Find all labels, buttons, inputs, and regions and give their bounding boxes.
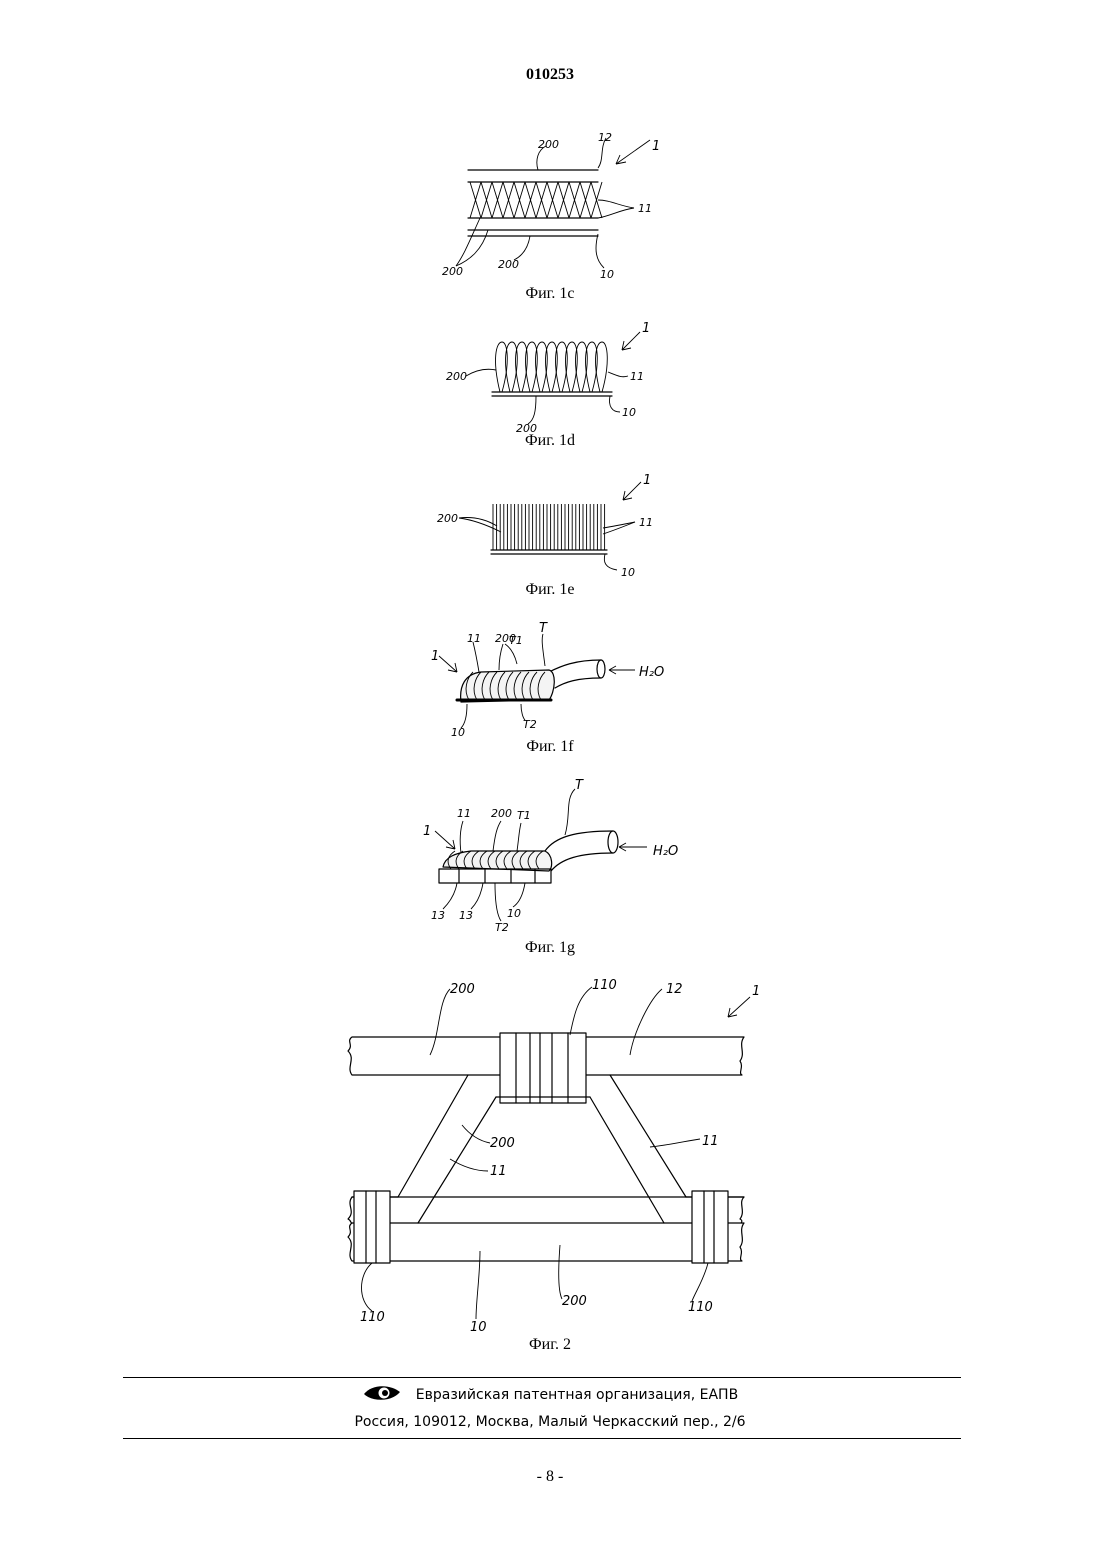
fig1d-label-1: 1 [642, 321, 650, 336]
fig2-label-110-left: 110 [360, 1310, 385, 1325]
figure-1e-drawing: 1 200 11 10 [435, 470, 675, 580]
fig1e-label-1: 1 [643, 473, 651, 488]
fig1c-label-1: 1 [652, 139, 660, 154]
fig1c-label-200-top: 200 [538, 138, 559, 151]
fig1f-label-T2: T2 [523, 718, 537, 731]
fig1c-label-200-left: 200 [442, 265, 463, 278]
page-number: - 8 - [0, 1468, 1100, 1486]
footer-bottom-rule [123, 1438, 961, 1439]
fig1e-label-10: 10 [621, 566, 635, 579]
figure-1c-caption: Фиг. 1с [0, 285, 1100, 303]
eapo-logo-icon [362, 1384, 402, 1402]
fig1g-label-T1: T1 [517, 809, 531, 822]
fig1g-label-T2: T2 [495, 921, 509, 934]
fig1f-label-T: T [539, 621, 548, 636]
fig2-label-11-right: 11 [702, 1134, 719, 1149]
fig2-label-11-inner: 11 [490, 1164, 507, 1179]
fig2-label-110-top: 110 [592, 978, 617, 993]
figure-2-caption: Фиг. 2 [0, 1336, 1100, 1354]
fig1d-label-200-left: 200 [446, 370, 467, 383]
fig1e-label-11: 11 [639, 516, 653, 529]
fig1g-label-T: T [575, 778, 584, 793]
fig2-label-12: 12 [666, 982, 683, 997]
fig1g-label-1: 1 [423, 824, 431, 839]
footer-organization: Евразийская патентная организация, ЕАПВ [0, 1384, 1100, 1403]
footer-organization-text: Евразийская патентная организация, ЕАПВ [416, 1387, 738, 1403]
figure-1e-caption: Фиг. 1e [0, 581, 1100, 599]
document-number: 010253 [0, 66, 1100, 84]
fig1f-label-h2o: H₂O [639, 665, 664, 680]
fig1g-label-10: 10 [507, 907, 521, 920]
fig1f-label-T1: T1 [509, 634, 523, 647]
figure-1g-caption: Фиг. 1g [0, 939, 1100, 957]
fig1g-label-200: 200 [491, 807, 512, 820]
fig1g-label-13-right: 13 [459, 909, 473, 922]
figure-1d-drawing: 1 200 11 200 10 [440, 320, 680, 430]
fig2-label-200-top: 200 [450, 982, 475, 997]
fig1c-label-10: 10 [600, 268, 614, 281]
figure-2-drawing: 200 110 12 1 200 11 11 110 110 10 200 [330, 975, 770, 1345]
fig1d-label-11: 11 [630, 370, 644, 383]
footer-address: Россия, 109012, Москва, Малый Черкасский… [0, 1414, 1100, 1430]
fig2-label-1: 1 [752, 984, 760, 999]
figure-1g-drawing: T 11 200 T1 1 H₂O 13 13 T2 10 [415, 775, 705, 935]
fig1e-label-200: 200 [437, 512, 458, 525]
fig1f-label-11: 11 [467, 632, 481, 645]
fig1g-label-h2o: H₂O [653, 844, 678, 859]
fig1f-label-1: 1 [431, 649, 439, 664]
fig1c-label-11: 11 [638, 202, 652, 215]
figure-1f-drawing: T 200 T1 11 1 H₂O 10 T2 [425, 620, 685, 740]
footer-top-rule [123, 1377, 961, 1378]
figure-1d-caption: Фиг. 1d [0, 432, 1100, 450]
fig2-label-200-bottom: 200 [562, 1294, 587, 1309]
figure-1c-drawing: 200 12 1 11 200 200 10 [420, 130, 680, 290]
fig1c-label-200-mid: 200 [498, 258, 519, 271]
fig1g-label-13-left: 13 [431, 909, 445, 922]
fig1d-label-10: 10 [622, 406, 636, 419]
figure-1f-caption: Фиг. 1f [0, 738, 1100, 756]
fig2-label-10: 10 [470, 1320, 487, 1335]
fig2-label-110-right: 110 [688, 1300, 713, 1315]
fig2-label-200-inner: 200 [490, 1136, 515, 1151]
fig1c-label-12: 12 [598, 131, 612, 144]
fig1g-label-11: 11 [457, 807, 471, 820]
